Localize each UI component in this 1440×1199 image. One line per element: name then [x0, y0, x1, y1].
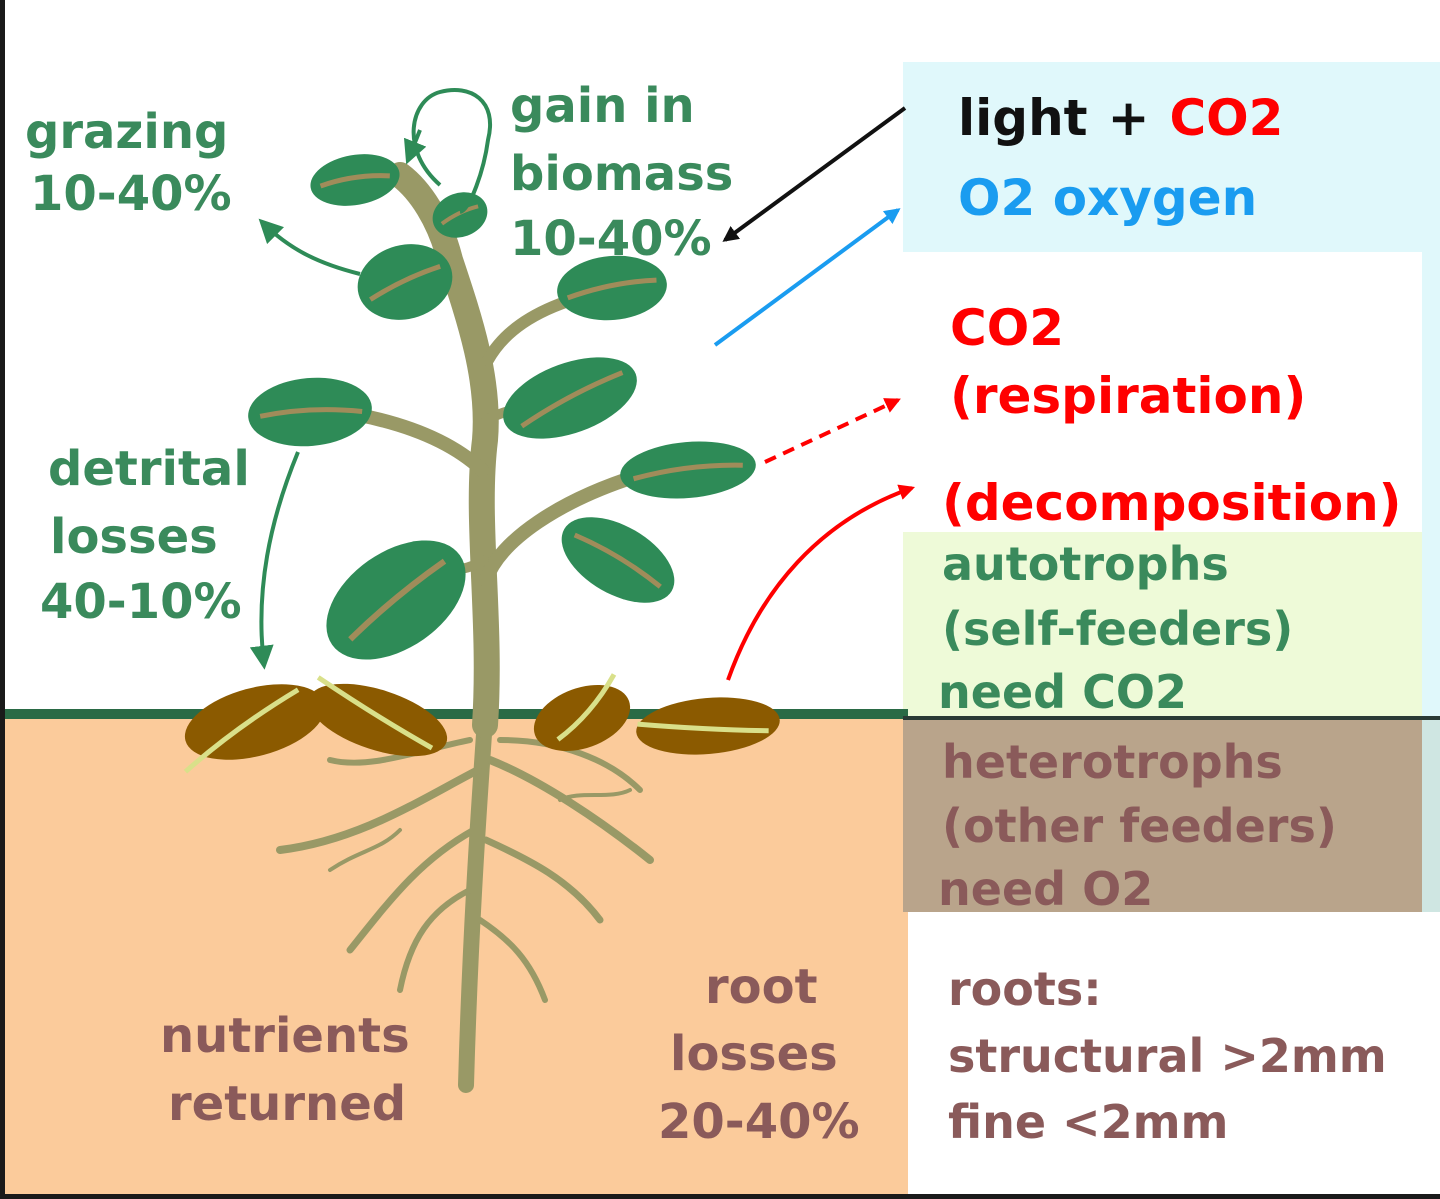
heterotrophs-panel-edge — [1422, 718, 1440, 912]
oxygen-arrow — [713, 208, 901, 347]
bottom-border — [0, 1194, 1440, 1199]
light-panel — [903, 62, 1440, 252]
autotrophs-panel-edge — [1422, 532, 1440, 718]
autotrophs-label-line: (self-feeders) — [942, 602, 1293, 656]
light-arrow — [722, 106, 907, 242]
respiration-label-line: CO2 — [950, 299, 1064, 357]
root-branch — [397, 887, 473, 993]
root-losses-label-line: 20-40% — [658, 1094, 860, 1150]
root-branch — [558, 788, 632, 802]
leaf — [326, 540, 466, 660]
roots-label-line: structural >2mm — [948, 1029, 1387, 1083]
heterotrophs-label-line: need O2 — [938, 862, 1153, 916]
detrital-arrow — [249, 451, 300, 670]
root-branch — [477, 917, 548, 1003]
gain-label-line: biomass — [510, 146, 733, 202]
grazing-label-line: grazing — [25, 104, 228, 160]
light-panel-edge — [1422, 252, 1440, 532]
root-branch — [346, 826, 478, 954]
root-branch — [276, 766, 482, 854]
detrital-label-line: detrital — [48, 441, 250, 497]
gain-loop-arrowhead — [403, 129, 427, 165]
root-losses-label-line: losses — [670, 1026, 838, 1082]
respiration-label: CO2 (respiration) — [950, 299, 1306, 425]
plant-leaves — [248, 154, 756, 660]
plus-sign: + — [1108, 89, 1150, 147]
nutrients-label-line: nutrients — [160, 1008, 410, 1064]
gain-label-line: gain in — [510, 78, 695, 134]
heterotrophs-label-line: (other feeders) — [942, 799, 1337, 853]
gain-label-line: 10-40% — [510, 211, 712, 267]
left-border — [0, 0, 5, 1199]
roots-label-line: fine <2mm — [948, 1095, 1228, 1149]
dead-leaf — [636, 697, 780, 755]
gain-label: gain in biomass 10-40% — [510, 78, 733, 267]
leaf — [557, 255, 667, 321]
leaf — [620, 441, 756, 499]
leaf — [248, 377, 372, 447]
respiration-arrow — [764, 398, 901, 464]
nutrients-label: nutrients returned — [160, 1008, 410, 1132]
decomposition-arrow — [726, 484, 916, 681]
grazing-label: grazing 10-40% — [25, 104, 232, 222]
taproot — [458, 712, 493, 1093]
plant-roots — [276, 712, 654, 1093]
gain-loop-arrow — [411, 88, 492, 214]
ground-line-panel — [903, 716, 1440, 720]
respiration-label-line: (respiration) — [950, 367, 1306, 425]
autotrophs-label-line: autotrophs — [942, 537, 1229, 591]
co2-word: CO2 — [1169, 89, 1283, 147]
dead-leaf — [533, 673, 631, 751]
light-word: light — [958, 89, 1088, 147]
dead-leaves — [183, 673, 780, 774]
branch — [479, 468, 647, 587]
autotrophs-label-line: need CO2 — [938, 665, 1187, 719]
autotrophs-label: autotrophs (self-feeders) need CO2 — [938, 537, 1293, 719]
leaf — [310, 154, 400, 206]
roots-label: roots: structural >2mm fine <2mm — [948, 962, 1387, 1149]
heterotrophs-label-line: heterotrophs — [942, 735, 1283, 789]
ground-line — [5, 709, 908, 719]
autotrophs-panel — [903, 532, 1422, 718]
root-branch — [328, 828, 402, 872]
root-branch — [327, 737, 473, 766]
root-losses-label-line: root — [705, 959, 818, 1015]
detrital-label-line: 40-10% — [40, 574, 242, 630]
leaf — [561, 517, 675, 603]
detrital-label-line: losses — [50, 509, 218, 565]
leaf — [357, 244, 453, 320]
root-branch — [497, 737, 643, 793]
dead-leaf — [308, 675, 448, 757]
dead-leaf — [183, 684, 326, 774]
roots-label-line: roots: — [948, 962, 1102, 1016]
root-branch — [486, 756, 654, 864]
soil-area — [5, 718, 908, 1194]
nutrients-label-line: returned — [168, 1076, 406, 1132]
grazing-arrow — [258, 218, 361, 276]
grazing-label-line: 10-40% — [30, 166, 232, 222]
leaf — [503, 357, 637, 439]
light-co2-line: light + CO2 — [958, 89, 1283, 147]
oxygen-label: O2 oxygen — [958, 169, 1257, 227]
decomposition-label: (decomposition) — [942, 474, 1402, 532]
root-losses-label: root losses 20-40% — [658, 959, 860, 1150]
heterotrophs-panel — [903, 718, 1422, 912]
heterotrophs-label: heterotrophs (other feeders) need O2 — [938, 735, 1337, 916]
detrital-label: detrital losses 40-10% — [40, 441, 250, 630]
root-branch — [482, 836, 604, 924]
leaf — [432, 192, 488, 238]
